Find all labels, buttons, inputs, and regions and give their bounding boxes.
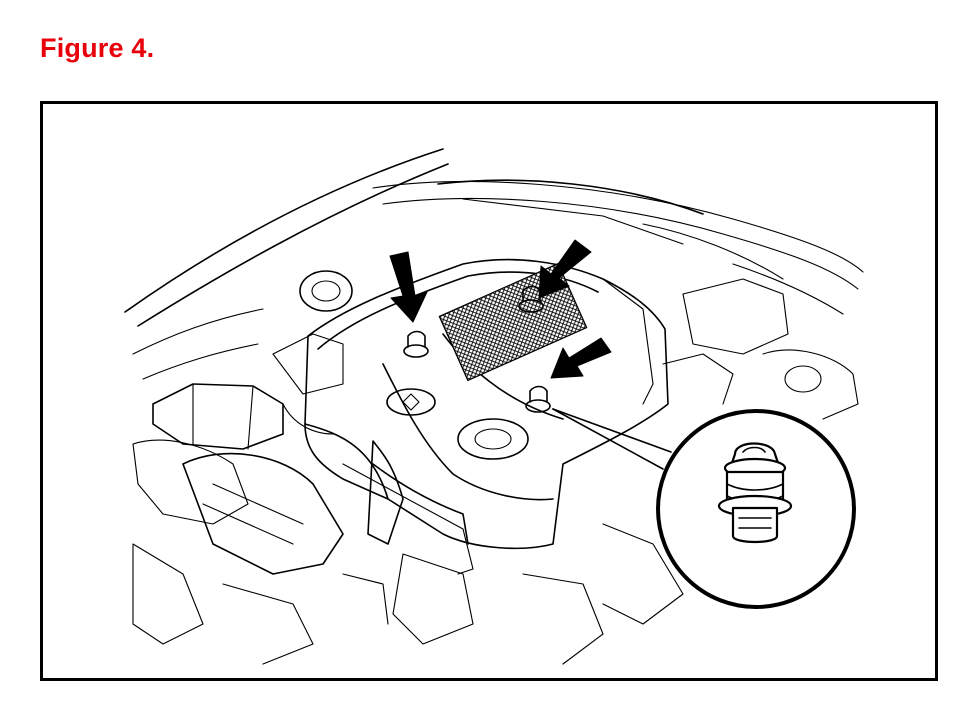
illustration-frame bbox=[40, 101, 938, 681]
hood-outline bbox=[124, 148, 864, 327]
right-components bbox=[342, 278, 859, 665]
left-components bbox=[132, 270, 353, 665]
engine-cover bbox=[304, 258, 669, 575]
clip-left bbox=[403, 330, 429, 358]
callout-arrow-1 bbox=[389, 251, 428, 323]
callout-arrow-3 bbox=[550, 337, 612, 379]
clip-right bbox=[525, 385, 551, 413]
engine-bay-illustration bbox=[124, 148, 864, 665]
callout-arrow-2 bbox=[538, 239, 592, 299]
figure-title: Figure 4. bbox=[40, 33, 155, 63]
clip-detail-view bbox=[656, 409, 856, 609]
detail-leader-lines bbox=[552, 408, 672, 470]
